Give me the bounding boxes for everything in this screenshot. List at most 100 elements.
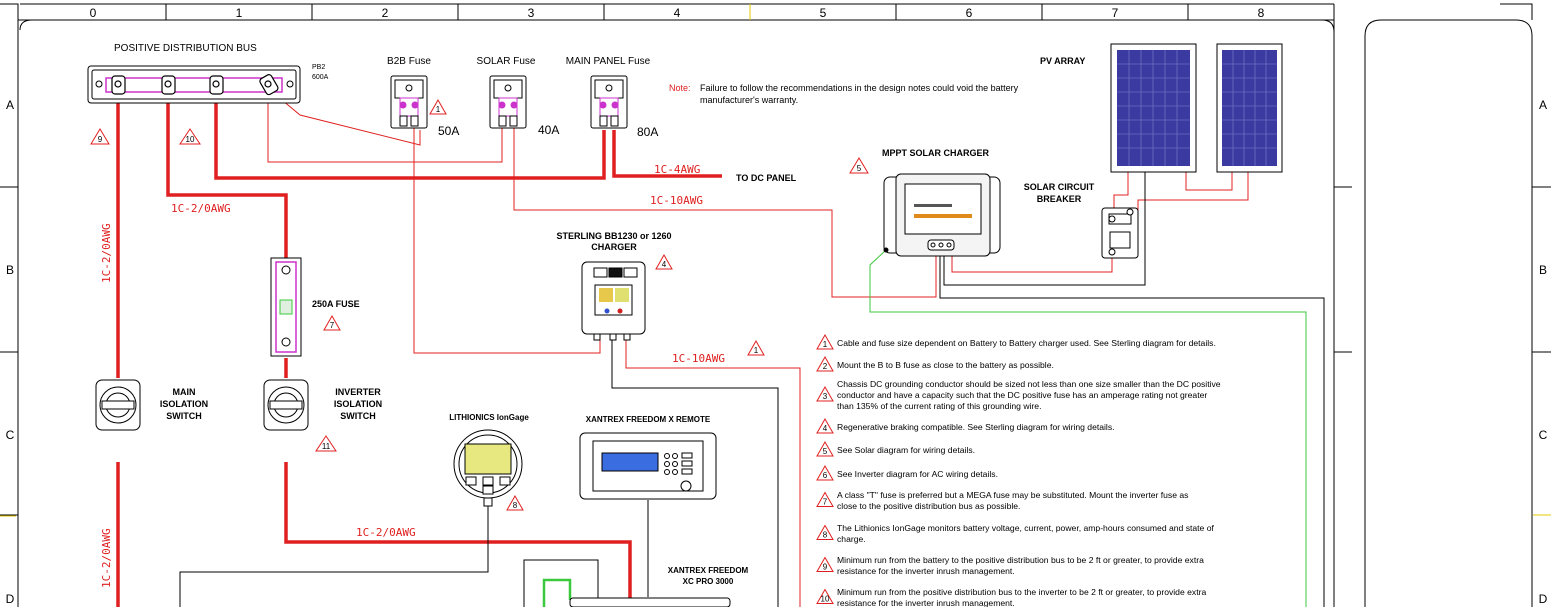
svg-text:8: 8 (513, 501, 518, 510)
xantrex-remote: XANTREX FREEDOM X REMOTE (579, 415, 717, 500)
row-label: D (6, 592, 15, 606)
mppt-title: MPPT SOLAR CHARGER (882, 148, 990, 158)
note-triangle-icon (816, 491, 834, 507)
wire-label-sterling: 1C-10AWG (672, 352, 725, 365)
callout-triangle-icon (315, 435, 337, 452)
note-triangle-icon (816, 333, 834, 350)
bus-title: POSITIVE DISTRIBUTION BUS (114, 43, 257, 54)
col-label: 7 (1112, 6, 1119, 20)
inverter-isolation-switch: INVERTER ISOLATION SWITCH (263, 379, 382, 431)
col-label: 8 (1258, 6, 1265, 20)
col-label: 2 (382, 6, 389, 20)
bus-rating: 600A (312, 74, 329, 81)
callout-triangle-icon (506, 494, 524, 511)
col-label: 4 (674, 6, 681, 20)
svg-text:SWITCH: SWITCH (166, 411, 202, 421)
note-number: 5 (823, 447, 828, 456)
inverter-title-1: XANTREX FREEDOM (668, 566, 749, 575)
main-fuse-rating: 80A (637, 125, 658, 139)
sterling-title-2: CHARGER (591, 242, 637, 252)
svg-text:SWITCH: SWITCH (340, 411, 376, 421)
row-label: A (1539, 98, 1547, 112)
callout-triangle-icon (323, 314, 341, 331)
fuse-titles: B2B Fuse SOLAR Fuse MAIN PANEL Fuse (387, 56, 651, 67)
note-text-line: resistance for the inverter inrush manag… (837, 598, 1015, 607)
svg-text:MAIN: MAIN (173, 387, 196, 397)
mppt-solar-charger: MPPT SOLAR CHARGER (882, 148, 1001, 257)
callout-triangle-icon (179, 128, 201, 145)
note-number: 1 (823, 340, 828, 349)
col-label: 3 (528, 6, 535, 20)
svg-text:5: 5 (857, 164, 862, 173)
design-note-item: 8 The Lithionics IonGage monitors battery… (816, 523, 1215, 544)
inverter-250a-fuse: 250A FUSE (270, 257, 360, 357)
note-triangle-icon (816, 385, 834, 402)
note-number: 10 (821, 595, 830, 604)
note-text-line: than 135% of the current rating of this … (837, 401, 1041, 411)
svg-text:4: 4 (662, 260, 667, 269)
drawing-frame (0, 3, 1551, 607)
wire-label-inverter-lower: 1C-2/0AWG (356, 526, 416, 539)
pv-array: PV ARRAY (1040, 43, 1283, 173)
fuse-250a-label: 250A FUSE (312, 299, 360, 309)
note-text-line: close to the positive distribution bus a… (837, 501, 1020, 511)
main-panel-fuse-title: MAIN PANEL Fuse (566, 56, 651, 67)
black-wires (179, 172, 1325, 607)
b2b-fuse-title: B2B Fuse (387, 56, 431, 67)
breaker-title-1: SOLAR CIRCUIT (1024, 182, 1095, 192)
callout-triangle-icon (429, 98, 447, 115)
col-label: 6 (966, 6, 973, 20)
thin-red-wires (267, 89, 1249, 607)
wire-label-battery-bottom: 1C-2/0AWG (100, 528, 113, 588)
pv-array-title: PV ARRAY (1040, 56, 1085, 66)
note-text-line: See Inverter diagram for AC wiring detai… (837, 469, 998, 479)
note-text-line: Minimum run from the battery to the posi… (837, 555, 1204, 565)
row-label: A (6, 98, 14, 112)
solar-fuse-title: SOLAR Fuse (477, 56, 536, 67)
note-text-line: charge. (837, 534, 866, 544)
iongage-title: LITHIONICS IonGage (449, 413, 529, 422)
note-text-line: See Solar diagram for wiring details. (837, 445, 975, 455)
sterling-charger: STERLING BB1230 or 1260 CHARGER (556, 231, 672, 341)
note-triangle-icon (816, 556, 834, 572)
positive-distribution-bus: POSITIVE DISTRIBUTION BUS PB2 600A (87, 43, 329, 104)
fuse-ratings: 50A 40A 80A (438, 123, 658, 139)
callout-triangle-icon (655, 253, 673, 270)
note-text-line: The Lithionics IonGage monitors battery … (837, 523, 1215, 533)
fuse-holders (390, 75, 628, 129)
b2b-fuse-rating: 50A (438, 124, 459, 138)
design-note-item: 4 Regenerative braking compatible. See St… (816, 417, 1115, 434)
bus-id: PB2 (312, 64, 325, 71)
note-number: 2 (823, 362, 828, 371)
warranty-note: Note: Failure to follow the recommendati… (669, 83, 1019, 105)
svg-text:11: 11 (322, 442, 331, 451)
note-text-line: Regenerative braking compatible. See Ste… (837, 422, 1115, 432)
row-label: C (1539, 428, 1548, 442)
xantrex-remote-title: XANTREX FREEDOM X REMOTE (586, 415, 711, 424)
note-triangle-icon (816, 355, 834, 372)
inverter-ground-wire (542, 578, 572, 607)
note-text-line: resistance for the inverter inrush manag… (837, 566, 1015, 576)
note-number: 8 (823, 531, 828, 540)
note-label: Note: (669, 83, 691, 93)
note-number: 4 (823, 424, 828, 433)
wire-labels: 1C-2/0AWG 1C-2/0AWG 1C-2/0AWG 1C-2/0AWG … (100, 163, 725, 588)
thick-red-wires (116, 97, 722, 607)
solar-circuit-breaker: SOLAR CIRCUIT BREAKER (1024, 182, 1139, 259)
design-note-item: 5 See Solar diagram for wiring details. (816, 440, 975, 457)
row-label: C (6, 428, 15, 442)
svg-text:ISOLATION: ISOLATION (334, 399, 382, 409)
note-triangle-icon (816, 524, 834, 540)
note-triangle-icon (816, 464, 834, 481)
note-text-line: Minimum run from the positive distributi… (837, 587, 1206, 597)
b2b-fuse-holder (390, 75, 428, 129)
note-line-2: manufacturer's warranty. (700, 95, 798, 105)
to-dc-panel-label: TO DC PANEL (736, 173, 797, 183)
wire-label-inverter-feed: 1C-2/0AWG (171, 202, 231, 215)
